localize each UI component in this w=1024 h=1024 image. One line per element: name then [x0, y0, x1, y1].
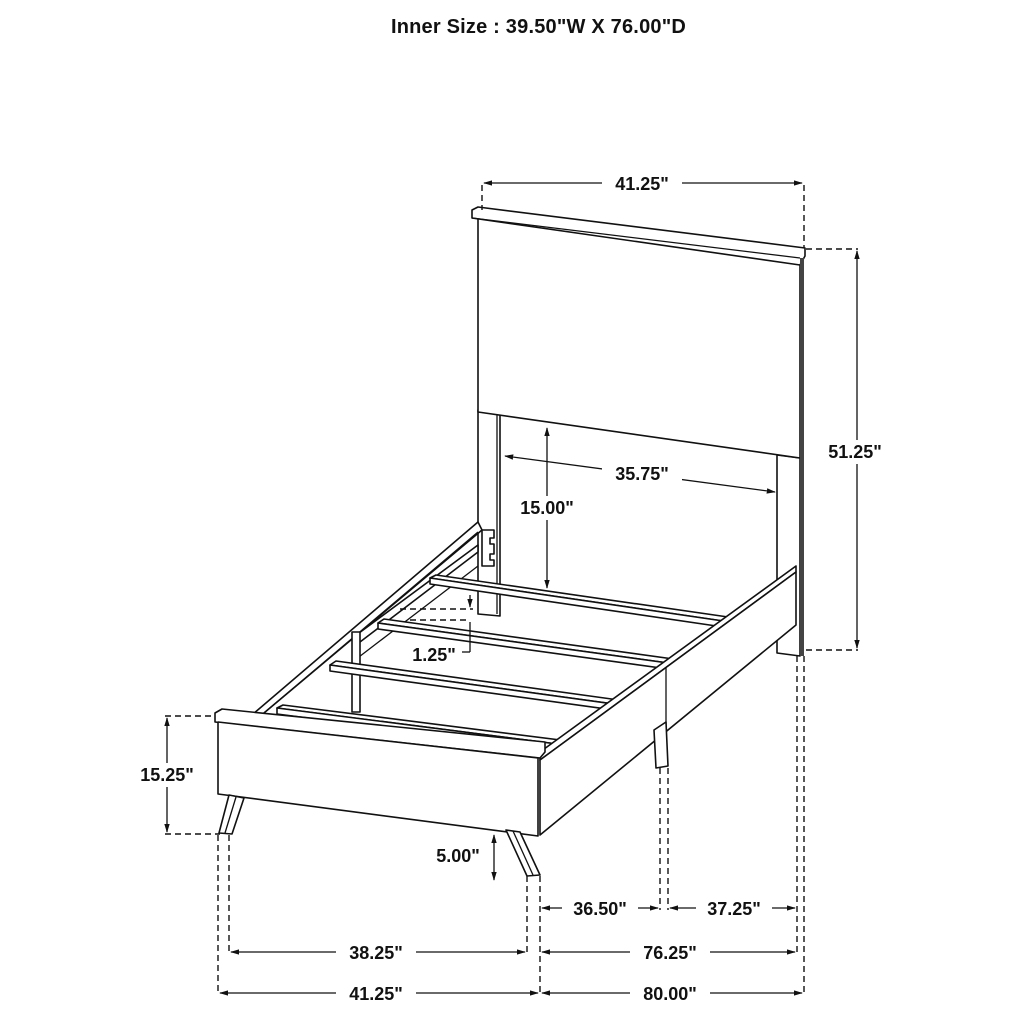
headboard [471, 206, 806, 657]
overall-length-label: 80.00" [643, 984, 697, 1004]
overall-width-label: 41.25" [349, 984, 403, 1004]
footboard [214, 708, 546, 877]
rear-section-length-label: 37.25" [707, 899, 761, 919]
rail-length-label: 76.25" [643, 943, 697, 963]
headboard-width-label: 41.25" [615, 174, 669, 194]
front-section-length-label: 36.50" [573, 899, 627, 919]
footboard-height-label: 15.25" [140, 765, 194, 785]
footboard-leg-spacing-label: 38.25" [349, 943, 403, 963]
headboard-inner-width-label: 35.75" [615, 464, 669, 484]
dimension-labels: 41.25" 51.25" 35.75" 15.00" 1.25" 15.25"… [130, 172, 892, 1004]
right-side-rail [539, 565, 797, 836]
inner-size-title: Inner Size : 39.50"W X 76.00"D [390, 16, 687, 38]
headboard-height-label: 51.25" [828, 442, 882, 462]
leg-clearance-label: 15.00" [520, 498, 574, 518]
leg-height-label: 5.00" [436, 846, 480, 866]
slat-height-label: 1.25" [412, 645, 456, 665]
